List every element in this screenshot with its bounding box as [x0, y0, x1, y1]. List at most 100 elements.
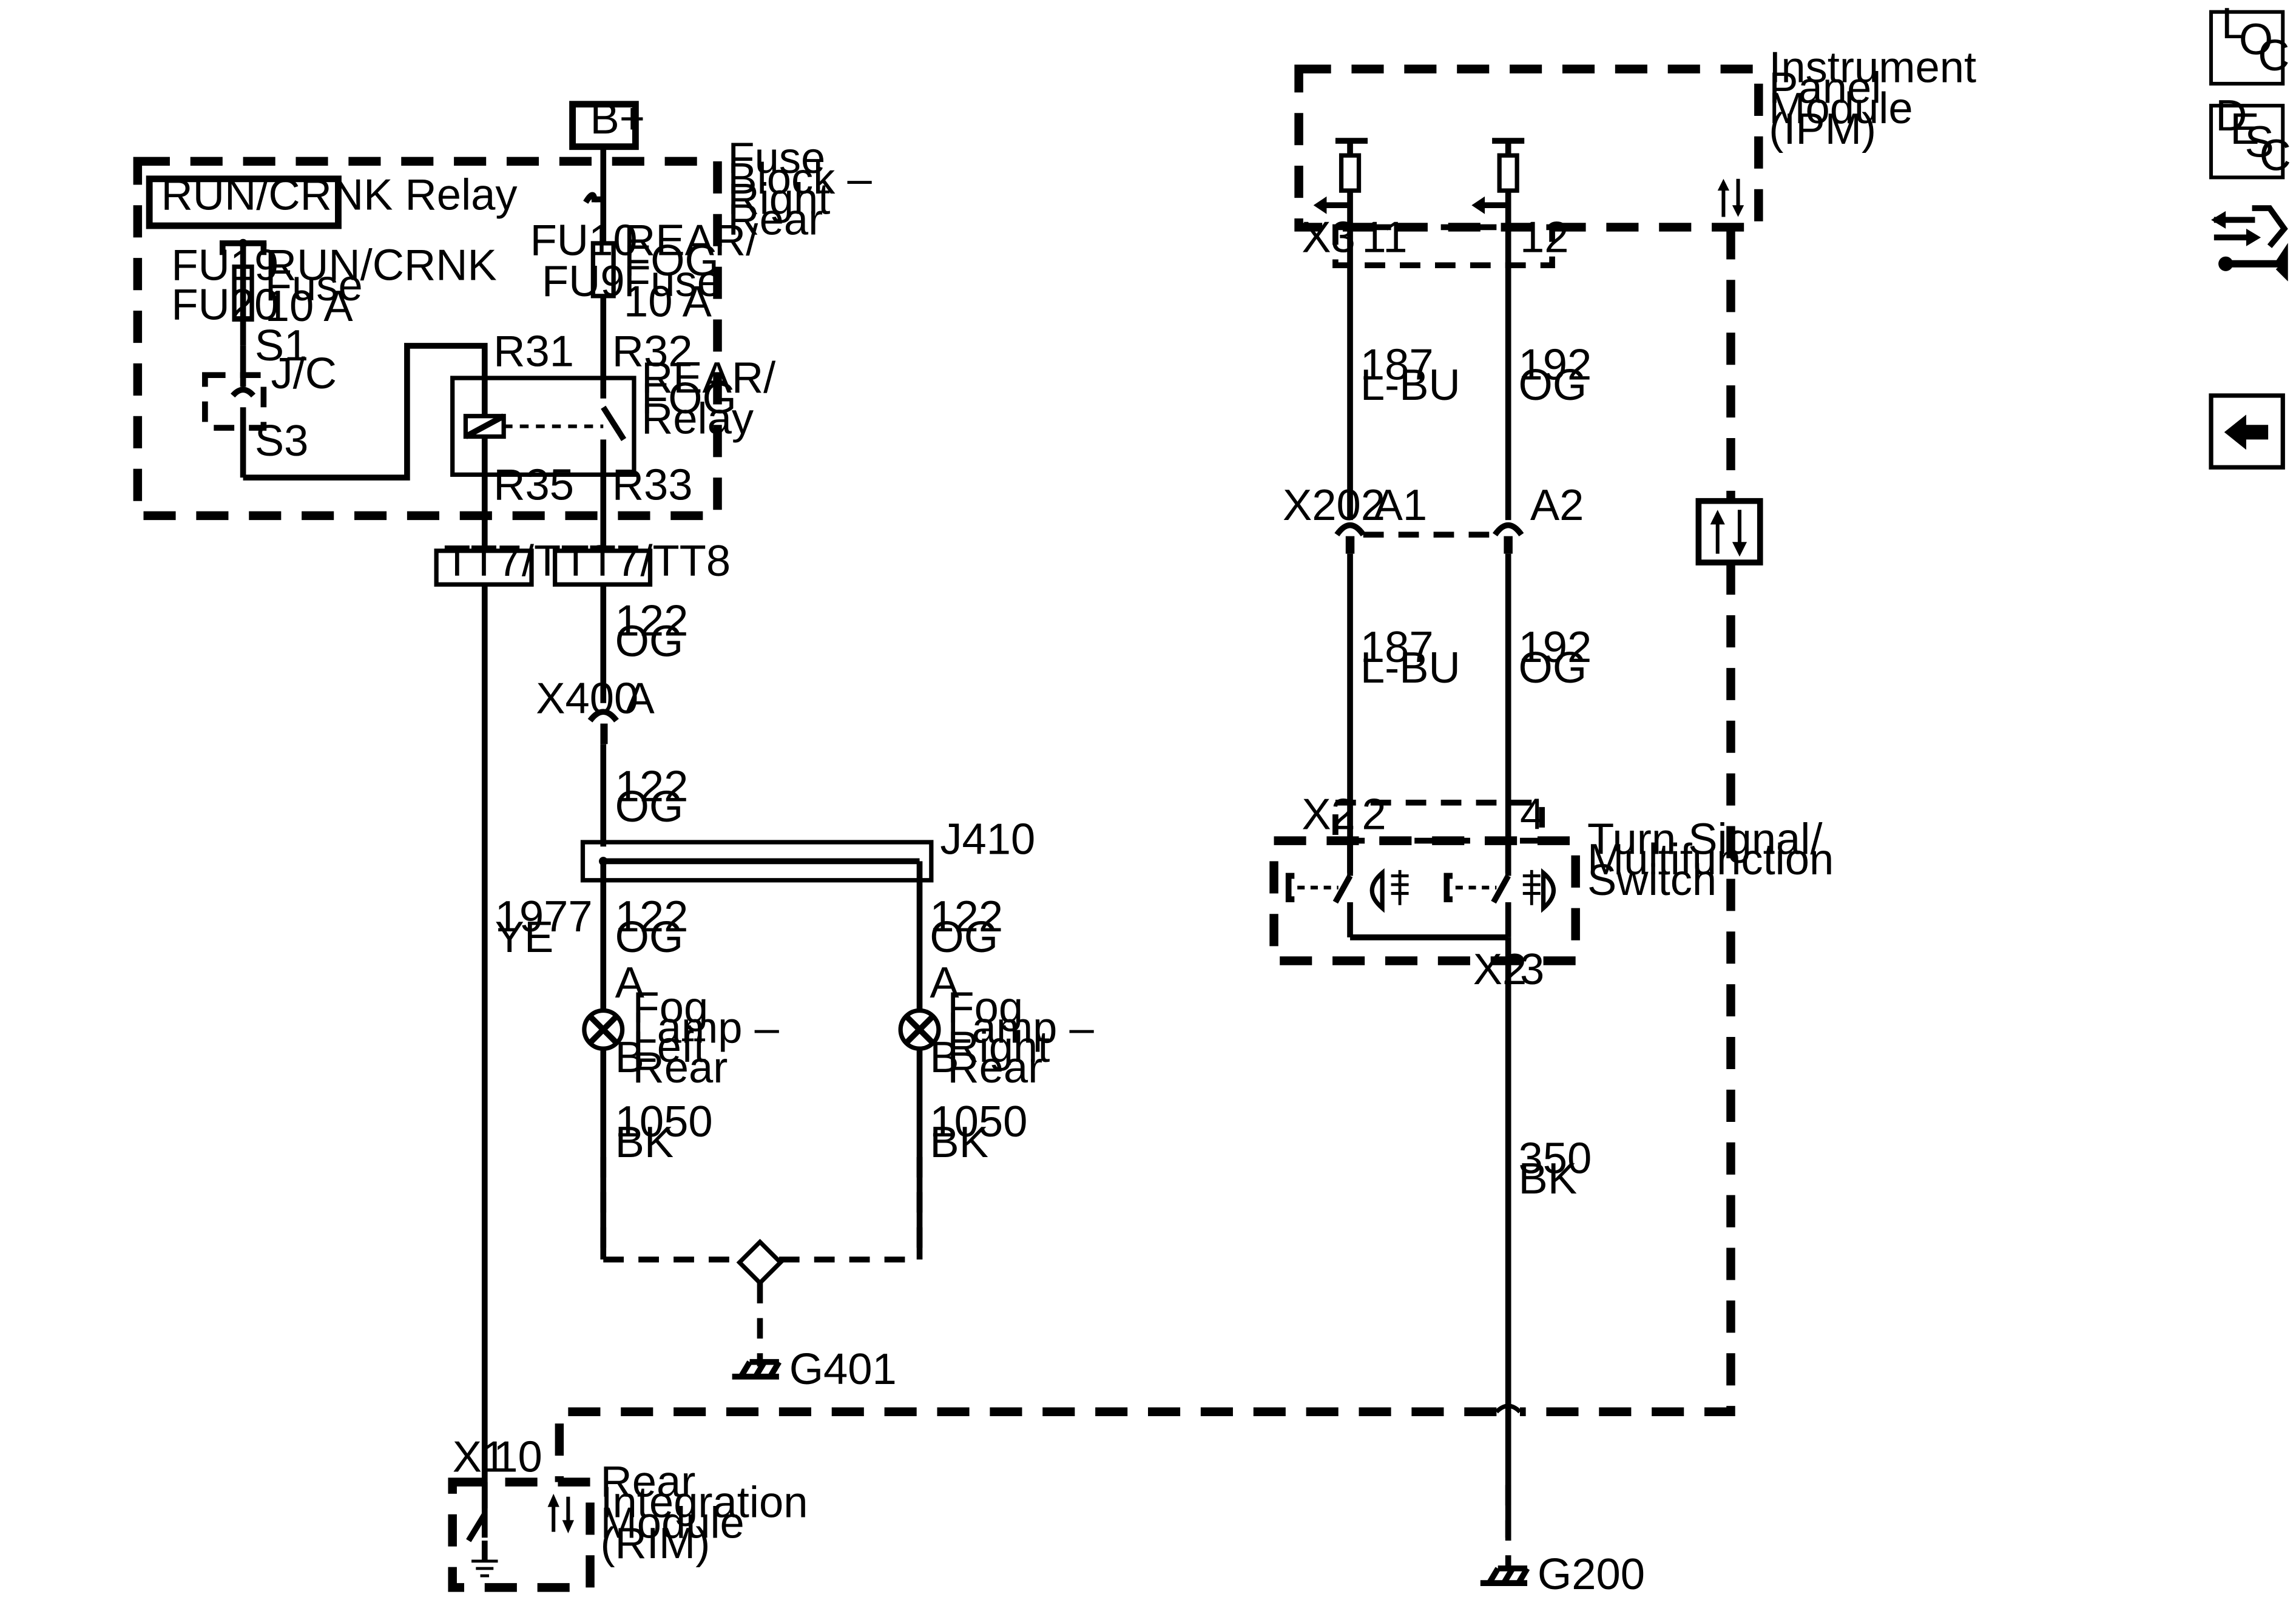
- w122a-num: 122: [615, 596, 689, 646]
- ipm-line-3: Module: [1769, 84, 1913, 133]
- instrument-panel-module: Instrument Panel Module (IPM): [1294, 43, 1976, 232]
- desc-letter-s: S: [2245, 118, 2274, 167]
- description-button[interactable]: D E S C: [2209, 91, 2291, 180]
- run-fuse-line-3: 10 A: [265, 282, 354, 331]
- w187b-color: L-BU: [1360, 643, 1460, 692]
- w192a-num: 192: [1519, 340, 1592, 389]
- x2-top-label: X2: [1302, 789, 1356, 839]
- ipm-line-4: (IPM): [1769, 104, 1876, 154]
- w350-color: BK: [1519, 1154, 1578, 1203]
- rim-line-2: Integration: [600, 1478, 808, 1527]
- g401-label: G401: [789, 1345, 897, 1394]
- ground-g401: G401: [600, 1156, 923, 1394]
- switch-line-3: Switch: [1587, 856, 1717, 905]
- w1050r-color: BK: [930, 1118, 988, 1167]
- run-crnk-fuse: FU19 FU20 RUN/CRNK Fuse 10 A: [171, 238, 497, 346]
- rear-fog-fuse: FU10 FU9 REAR/ FOG Fuse 10 A R32: [530, 146, 758, 379]
- left-lamp-line-3: Left: [633, 1022, 706, 1072]
- x400-label: X400: [536, 674, 638, 723]
- w122b-color: OG: [615, 782, 684, 831]
- fog-lamp-right-rear: A B Fog Lamp – Right Rear 1050 BK: [898, 958, 1095, 1260]
- rear-integration-module: X1 10 Rear Integration Module (RIM): [448, 1433, 808, 1592]
- x3-pin12: 12: [1520, 212, 1569, 262]
- x2-pin4: 4: [1520, 789, 1544, 839]
- x1-label: X1: [453, 1433, 507, 1482]
- splice-j410: J410 122 OG 122 OG: [580, 814, 1035, 1011]
- relay-line-3: Relay: [641, 394, 754, 444]
- desc-letter-c: C: [2260, 130, 2291, 180]
- fu20-label: FU20: [171, 280, 279, 329]
- r35-label: R35: [493, 460, 574, 509]
- ipm-line-1: Instrument: [1769, 43, 1976, 92]
- run-crnk-relay-box: RUN/CRNK Relay: [146, 170, 518, 229]
- run-fuse-line-1: RUN/CRNK: [265, 240, 497, 289]
- w1050l-num: 1050: [615, 1097, 713, 1146]
- loc-letter-l: L: [2221, 0, 2246, 48]
- turn-signal-multifunction-switch: X2 2 4 Turn Signal/ Multifunction Switch…: [1269, 789, 1834, 1538]
- w1050l-color: BK: [615, 1118, 674, 1167]
- s3-label: S3: [255, 416, 309, 465]
- switch-line-1: Turn Signal/: [1587, 814, 1823, 863]
- fu19-label: FU19: [171, 240, 279, 289]
- connector-x202: X202 A1 A2 187 L-BU 192 OG: [1283, 481, 1592, 876]
- fuse-block-right-rear: Fuse Block – Right Rear: [133, 133, 872, 521]
- left-lamp-line-2: Lamp –: [633, 1004, 780, 1053]
- g200-label: G200: [1538, 1550, 1645, 1599]
- left-lamp-a: A: [615, 958, 645, 1007]
- w187a-color: L-BU: [1360, 360, 1460, 410]
- x2-pin2: 2: [1362, 789, 1386, 839]
- w187b-num: 187: [1360, 623, 1434, 672]
- fuse-block-title-4: Rear: [728, 195, 823, 245]
- left-lamp-b: B: [615, 1033, 644, 1082]
- serial-data-bus: [555, 227, 1763, 1482]
- w350-num: 350: [1519, 1133, 1592, 1183]
- right-lamp-a: A: [930, 958, 959, 1007]
- rear-fuse-line-4: 10 A: [624, 277, 712, 326]
- x400-pin: A: [625, 674, 655, 723]
- r32-label: R32: [612, 327, 693, 376]
- w122d-color: OG: [930, 913, 998, 962]
- right-lamp-line-4: Rear: [947, 1043, 1042, 1092]
- switch-line-2: Multifunction: [1587, 835, 1834, 884]
- x2-pin3: 3: [1520, 945, 1544, 994]
- w1977-color: YE: [495, 913, 554, 962]
- run-crnk-relay-label: RUN/CRNK Relay: [161, 170, 518, 219]
- desc-letter-d: D: [2215, 91, 2247, 140]
- fog-lamp-left-rear: A B Fog Lamp – Left Rear 1050 BK: [582, 958, 780, 1260]
- w192b-num: 192: [1519, 623, 1592, 672]
- fu9-label: FU9: [542, 257, 625, 306]
- w192b-color: OG: [1519, 643, 1587, 692]
- x202-a1: A1: [1374, 481, 1428, 530]
- loc-letter-c: C: [2258, 31, 2289, 80]
- j410-label: J410: [940, 814, 1035, 863]
- jc-label: J/C: [271, 349, 337, 398]
- w122c-color: OG: [615, 913, 684, 962]
- x3-label: X3: [1302, 212, 1356, 262]
- left-lamp-line-1: Fog: [633, 983, 709, 1032]
- connector-x400: X400 A 122 OG: [536, 674, 688, 847]
- x3-pin11: 11: [1362, 212, 1407, 262]
- fuse-block-title-1: Fuse: [728, 133, 825, 183]
- back-arrow-button[interactable]: [2209, 393, 2285, 470]
- junction-connector-jc: S1 J/C S3: [202, 321, 337, 478]
- back-arrow-icon: [2224, 414, 2269, 450]
- ground-g200: G200: [1480, 1485, 1645, 1599]
- right-lamp-b: B: [930, 1033, 959, 1082]
- rim-line-4: (RIM): [600, 1519, 710, 1568]
- w122a-color: OG: [615, 617, 684, 666]
- relay-line-1: REAR/: [641, 353, 776, 402]
- bplus-label: B+: [590, 94, 646, 143]
- tt-right-label: TT7/TT8: [562, 536, 731, 586]
- connector-wrench-icon[interactable]: [2208, 199, 2288, 282]
- rear-fog-relay: REAR/ FOG Relay R35 R33: [450, 353, 776, 509]
- w1050r-num: 1050: [930, 1097, 1027, 1146]
- rear-fuse-line-1: REAR/: [624, 215, 758, 265]
- right-lamp-line-2: Lamp –: [947, 1004, 1094, 1053]
- w187a-num: 187: [1360, 340, 1434, 389]
- fuse-block-title-2: Block –: [728, 154, 872, 203]
- run-fuse-line-2: Fuse: [265, 261, 363, 310]
- location-button[interactable]: L O C: [2209, 0, 2290, 86]
- left-vertical-wires: TT7/TT8 TT7/TT8 122 OG: [434, 474, 731, 1538]
